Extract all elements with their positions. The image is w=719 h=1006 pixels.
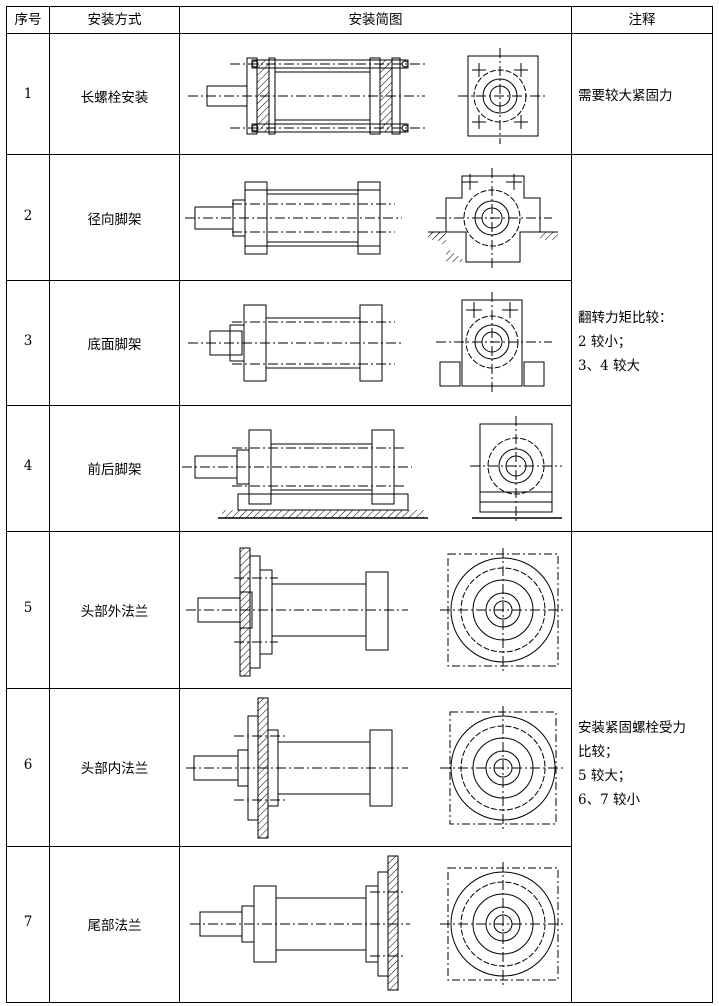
diagram-radial-foot	[185, 168, 558, 270]
diagram-bottom-foot	[188, 292, 552, 394]
row-2-method: 径向脚架	[87, 212, 142, 228]
row-2-no: 2	[23, 208, 33, 224]
header-diagram: 安装简图	[348, 12, 403, 28]
diagram-rear-flange	[190, 855, 566, 991]
row-4-method: 前后脚架	[87, 462, 142, 478]
row-6-no: 6	[23, 757, 33, 773]
header-method: 安装方式	[87, 12, 142, 28]
diagram-head-outer-flange	[186, 547, 566, 677]
diagram-long-bolt	[188, 48, 548, 144]
row-7-no: 7	[23, 914, 33, 930]
row-4-no: 4	[23, 458, 33, 474]
row-5-method: 头部外法兰	[80, 604, 149, 620]
row-3-method: 底面脚架	[87, 337, 142, 353]
note-rows-2-4: 翻转力矩比较： 2 较小； 3、4 较大	[578, 310, 673, 374]
diagram-head-inner-flange	[186, 697, 566, 839]
row-6-method: 头部内法兰	[80, 761, 149, 777]
note-row-1: 需要较大紧固力	[578, 88, 673, 104]
row-1-no: 1	[23, 86, 33, 102]
diagram-front-rear-feet	[182, 416, 562, 522]
row-1-method: 长螺栓安装	[80, 90, 149, 106]
header-no: 序号	[14, 12, 42, 28]
note-rows-5-7: 安装紧固螺栓受力 比较； 5 较大； 6、7 较小	[578, 720, 686, 808]
header-notes: 注释	[628, 12, 656, 28]
row-5-no: 5	[23, 600, 33, 616]
row-7-method: 尾部法兰	[87, 918, 142, 934]
row-3-no: 3	[23, 333, 33, 349]
